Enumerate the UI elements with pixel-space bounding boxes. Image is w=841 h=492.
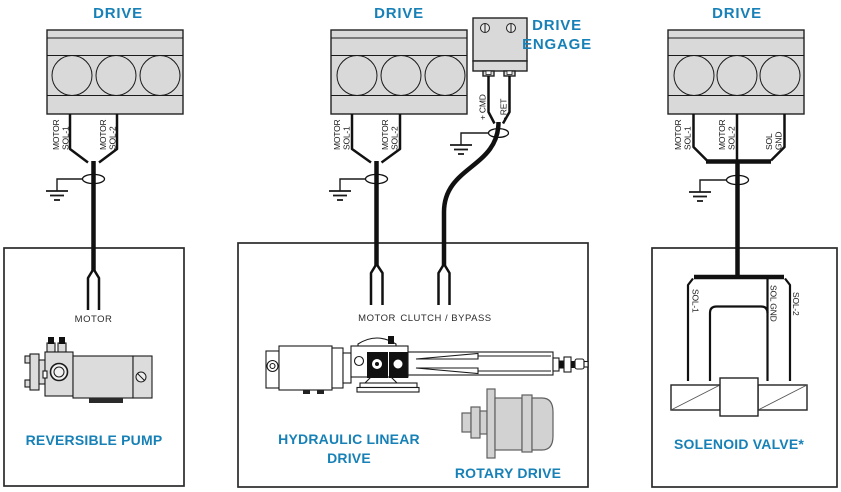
rotary-drive-label: ROTARY DRIVE [455,465,561,481]
drive-connector-middle [330,29,468,115]
wire-motor-sol1-mid [350,114,372,164]
wire-sol2 [784,277,792,381]
drive-title-left: DRIVE [93,5,143,22]
solenoid-branch-wires [686,274,792,381]
fork-engage-b [442,263,451,305]
fork-engage-a [437,263,446,305]
pin-label: GND [774,132,784,150]
reversible-pump-illustration [24,337,153,403]
pin-label: MOTOR [98,119,108,150]
hydraulic-linear-drive-label-line2: DRIVE [327,450,371,466]
pin-label: SOL-1 [342,126,352,150]
drive-title-middle: DRIVE [374,5,424,22]
pin-label-ret: - RET [499,99,509,120]
ground-icon [689,179,727,202]
fork-mid-b [375,263,384,305]
pin-label: MOTOR [332,119,342,150]
pin-label: SOL-2 [108,126,118,150]
pin-label: MOTOR [51,119,61,150]
pin-label: SOL-1 [683,126,693,150]
wire-sol-gnd-right [770,114,786,162]
pin-label: MOTOR [717,119,727,150]
drive-connector-right [667,29,805,115]
wire-motor-sol1-right [692,114,708,162]
wire-motor-sol1-left [68,114,89,164]
wire-label-motor-left: MOTOR [75,314,113,325]
wire-ret [501,76,511,125]
branch-label-solgnd: SOL GND [769,285,779,322]
branch-label-sol2: SOL-2 [791,292,801,316]
reversible-pump-label: REVERSIBLE PUMP [26,432,163,448]
wire-motor-sol2-mid [380,114,402,164]
fork-left-b [92,268,101,310]
branch-label-sol1: SOL-1 [691,289,701,313]
drive-title-right: DRIVE [712,5,762,22]
wire-sol1 [686,277,694,381]
fork-mid-a [369,263,378,305]
wire-cmd [487,76,496,125]
solenoid-valve-label: SOLENOID VALVE* [674,436,804,452]
wire-motor-sol2-left [98,114,119,164]
ground-icon [329,178,366,201]
pin-label: SOL-2 [727,126,737,150]
ground-icon [450,132,489,155]
device-box-right [651,247,838,488]
pin-label: SOL-1 [61,126,71,150]
wire-label-clutch-bypass: CLUTCH / BYPASS [400,313,491,324]
drive-engage-title-line1: DRIVE [532,17,582,34]
ground-icon [46,178,83,201]
pin-label-cmd: + CMD [478,94,488,120]
fork-left-a [86,268,95,310]
pin-label: SOL-2 [390,126,400,150]
wire-label-motor-mid: MOTOR [358,313,396,324]
rotary-drive-illustration [461,388,554,459]
drive-connector-left [46,29,184,115]
hydraulic-linear-drive-label-line1: HYDRAULIC LINEAR [278,431,420,447]
drive-engage-title-line2: ENGAGE [522,36,592,53]
solenoid-valve-illustration [670,377,808,417]
wire-solgnd-loop [708,305,769,381]
pin-label: SOL [764,133,774,150]
pin-label: MOTOR [380,119,390,150]
pin-label: MOTOR [673,119,683,150]
hydraulic-linear-drive-illustration [265,336,589,394]
drive-engage-connector [472,17,528,77]
